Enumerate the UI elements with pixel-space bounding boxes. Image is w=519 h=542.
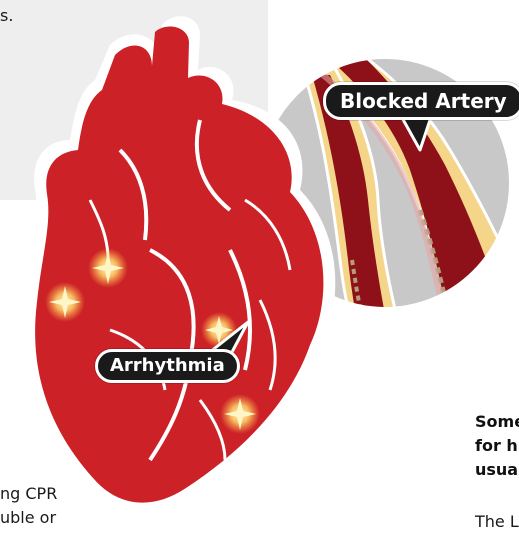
- text-fragment-bottom-right-2: for h: [475, 436, 518, 456]
- text-fragment-top-left: s.: [0, 6, 13, 26]
- spark-icon: [45, 282, 85, 322]
- text-fragment-bottom-right-4: The L: [475, 512, 519, 532]
- text-fragment-bottom-right-1: Some: [475, 412, 519, 432]
- spark-icon: [88, 248, 128, 288]
- text-fragment-bottom-left-1: ng CPR: [0, 484, 57, 504]
- blocked-artery-label: Blocked Artery: [323, 82, 519, 120]
- text-fragment-bottom-left-2: uble or: [0, 508, 56, 528]
- text-fragment-bottom-right-3: usua: [475, 460, 518, 480]
- spark-icon: [220, 394, 260, 434]
- arrhythmia-label: Arrhythmia: [95, 349, 240, 383]
